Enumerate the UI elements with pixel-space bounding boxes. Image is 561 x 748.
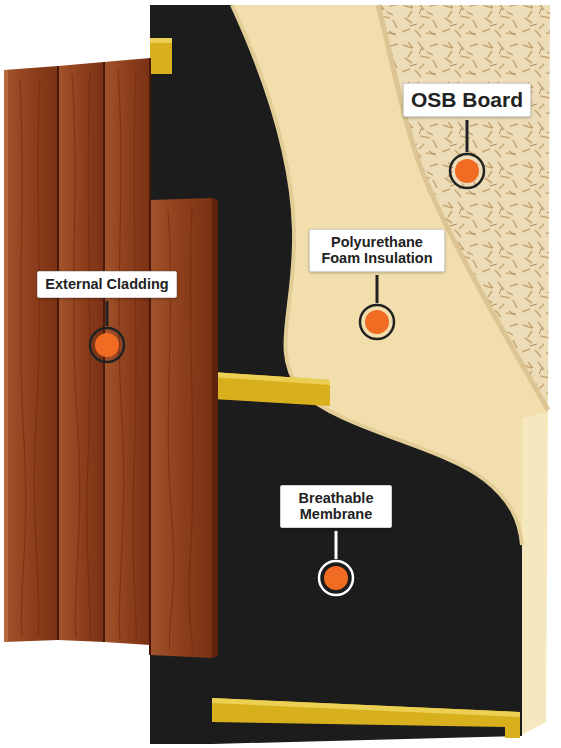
- marker-dot: [324, 566, 348, 590]
- label-text: External Cladding: [45, 276, 168, 293]
- cladding-board: [150, 198, 212, 658]
- batten: [212, 698, 520, 738]
- callout-label: Polyurethane Foam Insulation: [309, 229, 445, 272]
- wood-grain: [20, 68, 193, 652]
- callout-label: Breathable Membrane: [280, 485, 392, 528]
- marker-ring: [360, 305, 394, 339]
- marker-dot: [455, 159, 479, 183]
- foam-cut-edge: [378, 5, 548, 410]
- batten: [150, 38, 172, 74]
- callout-label: OSB Board: [403, 83, 531, 117]
- label-text: OSB Board: [411, 88, 523, 112]
- cladding-edge: [4, 70, 8, 642]
- marker-dot: [365, 310, 389, 334]
- label-text: Breathable Membrane: [288, 490, 384, 523]
- batten-top: [212, 698, 520, 717]
- cladding-board: [58, 62, 104, 642]
- leader-line: [106, 301, 109, 326]
- cladding-edge: [212, 198, 218, 658]
- osb-board: [378, 5, 550, 410]
- marker-ring: [450, 154, 484, 188]
- marker-ring: [319, 561, 353, 595]
- foam-edge: [520, 410, 548, 736]
- marker-dot: [95, 333, 119, 357]
- board-joint: [58, 58, 150, 655]
- batten: [212, 372, 330, 406]
- batten-top: [212, 372, 330, 385]
- callout-label: External Cladding: [37, 271, 176, 298]
- marker-ring: [90, 328, 124, 362]
- batten-top: [150, 38, 172, 43]
- leader-line: [466, 120, 469, 152]
- cladding-board: [4, 66, 58, 642]
- label-text: Polyurethane Foam Insulation: [317, 234, 437, 267]
- leader-line: [335, 531, 338, 559]
- leader-line: [376, 275, 379, 303]
